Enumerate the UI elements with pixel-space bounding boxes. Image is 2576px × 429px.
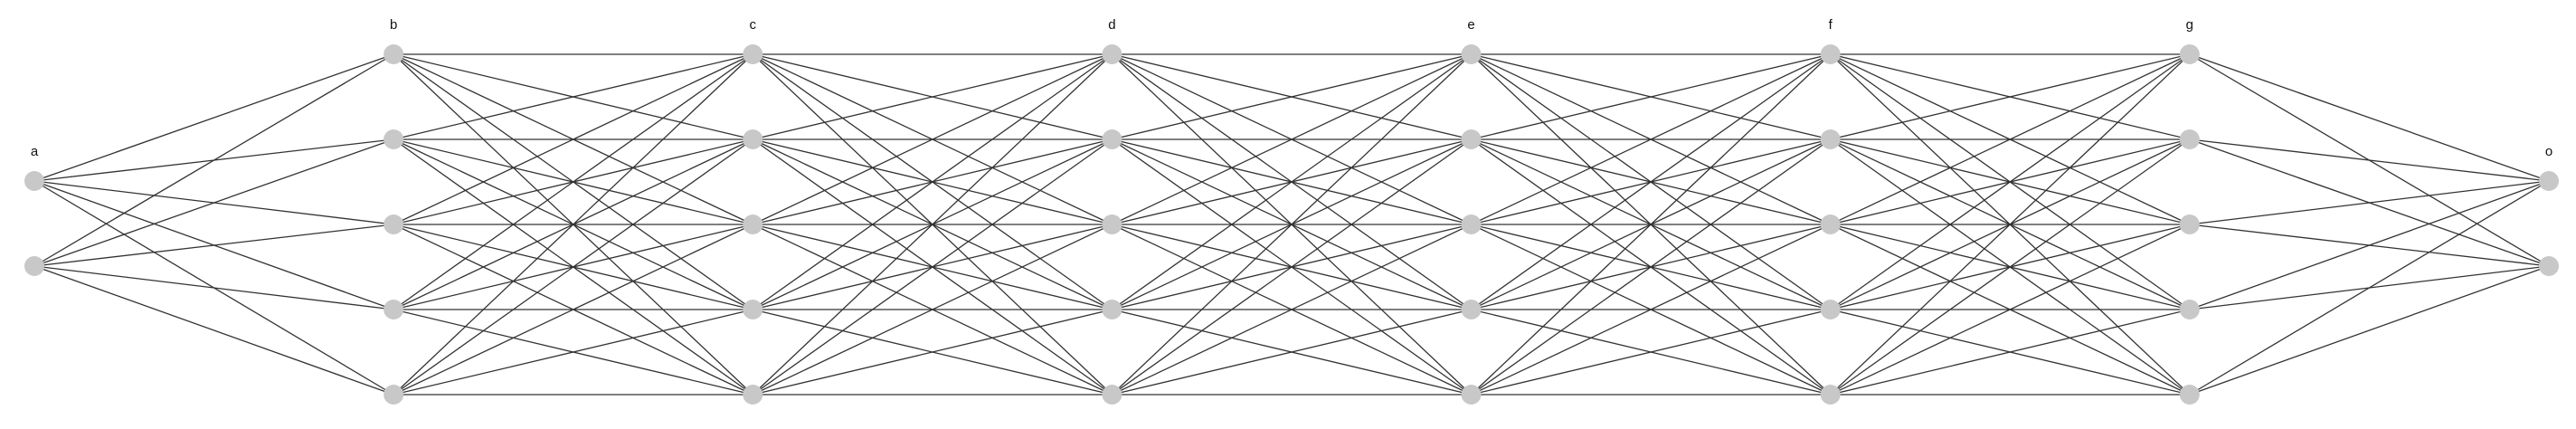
- edge-e2-f1: [1471, 53, 1831, 140]
- edge-f4-g1: [1830, 53, 2191, 310]
- node-c-3: [743, 214, 763, 234]
- edge-a2-b2: [33, 138, 394, 267]
- node-c-4: [743, 300, 763, 319]
- edge-b5-c1: [393, 53, 753, 396]
- node-g-1: [2179, 44, 2200, 64]
- node-d-3: [1102, 214, 1122, 234]
- node-d-1: [1102, 44, 1122, 64]
- node-d-2: [1102, 129, 1122, 149]
- node-e-1: [1461, 44, 1482, 64]
- node-a-1: [24, 171, 44, 191]
- edge-a2-b3: [33, 224, 394, 267]
- edge-b4-c1: [393, 53, 753, 310]
- edge-d5-e4: [1112, 309, 1472, 396]
- node-d-5: [1102, 385, 1122, 405]
- edge-f5-g1: [1830, 53, 2191, 396]
- edge-a2-b1: [33, 53, 394, 267]
- node-c-5: [743, 385, 763, 405]
- edge-c5-d1: [752, 53, 1113, 396]
- edge-g1-o1: [2189, 53, 2550, 182]
- node-c-1: [743, 44, 763, 64]
- node-o-2: [2539, 256, 2559, 276]
- edge-f5-g3: [1830, 224, 2191, 396]
- edge-b3-c1: [393, 53, 753, 225]
- node-b-5: [384, 385, 404, 405]
- edge-g4-o1: [2189, 180, 2550, 310]
- edge-g5-o1: [2189, 180, 2550, 396]
- edge-d4-e1: [1112, 53, 1472, 310]
- node-b-1: [384, 44, 404, 64]
- node-f-1: [1820, 44, 1841, 64]
- layer-label-b: b: [390, 17, 397, 33]
- node-f-4: [1820, 300, 1841, 319]
- edge-f5-g2: [1830, 138, 2191, 396]
- node-g-3: [2179, 214, 2200, 234]
- node-o-1: [2539, 171, 2559, 191]
- labels-group: a b c d e f g o: [31, 17, 2552, 159]
- layer-label-g: g: [2186, 17, 2193, 33]
- edge-c3-d1: [753, 53, 1113, 225]
- node-e-4: [1461, 300, 1482, 319]
- edge-d5-e1: [1111, 53, 1473, 396]
- edge-d3-e1: [1112, 53, 1472, 225]
- edge-b5-c2: [393, 138, 753, 396]
- edge-a2-b5: [33, 265, 394, 396]
- node-c-2: [743, 129, 763, 149]
- node-g-2: [2179, 129, 2200, 149]
- node-e-2: [1461, 129, 1482, 149]
- layer-label-a: a: [31, 144, 39, 159]
- edge-e3-f1: [1471, 53, 1831, 225]
- node-g-4: [2179, 300, 2200, 319]
- edge-d5-e3: [1112, 224, 1472, 396]
- node-a-2: [24, 256, 44, 276]
- node-e-5: [1461, 385, 1482, 405]
- layer-label-e: e: [1467, 17, 1474, 33]
- edge-f2-g1: [1830, 53, 2191, 140]
- edge-g2-o1: [2189, 138, 2550, 182]
- edge-a2-b4: [33, 265, 394, 310]
- edge-g3-o1: [2189, 180, 2550, 225]
- edge-e5-f1: [1471, 53, 1832, 396]
- edge-c5-d4: [753, 309, 1113, 396]
- node-b-4: [384, 300, 404, 319]
- edge-c2-d1: [753, 53, 1113, 140]
- edge-b5-c3: [393, 224, 753, 396]
- edges-group: [33, 53, 2550, 396]
- node-g-5: [2179, 385, 2200, 405]
- layer-label-o: o: [2545, 144, 2552, 159]
- edge-c5-d3: [753, 224, 1113, 396]
- node-b-3: [384, 214, 404, 234]
- edge-b5-c4: [393, 309, 753, 396]
- edge-a1-b1: [33, 53, 394, 182]
- edge-c4-d1: [752, 53, 1113, 310]
- edge-f3-g1: [1830, 53, 2191, 225]
- edge-d5-e2: [1112, 138, 1472, 396]
- edge-c5-d2: [752, 138, 1113, 396]
- edge-e5-f2: [1471, 138, 1832, 396]
- edge-e5-f4: [1471, 309, 1831, 396]
- node-f-2: [1820, 129, 1841, 149]
- edge-e4-f1: [1471, 53, 1832, 310]
- edge-g5-o2: [2189, 265, 2550, 396]
- node-e-3: [1461, 214, 1482, 234]
- node-d-4: [1102, 300, 1122, 319]
- layer-label-f: f: [1829, 17, 1833, 33]
- layer-label-d: d: [1108, 17, 1115, 33]
- node-f-3: [1820, 214, 1841, 234]
- edge-f5-g4: [1830, 309, 2191, 396]
- node-f-5: [1820, 385, 1841, 405]
- layer-label-c: c: [750, 17, 757, 33]
- edge-b2-c1: [393, 53, 753, 140]
- nodes-group: [24, 44, 2559, 405]
- edge-e5-f3: [1471, 224, 1831, 396]
- node-b-2: [384, 129, 404, 149]
- edge-d2-e1: [1112, 53, 1472, 140]
